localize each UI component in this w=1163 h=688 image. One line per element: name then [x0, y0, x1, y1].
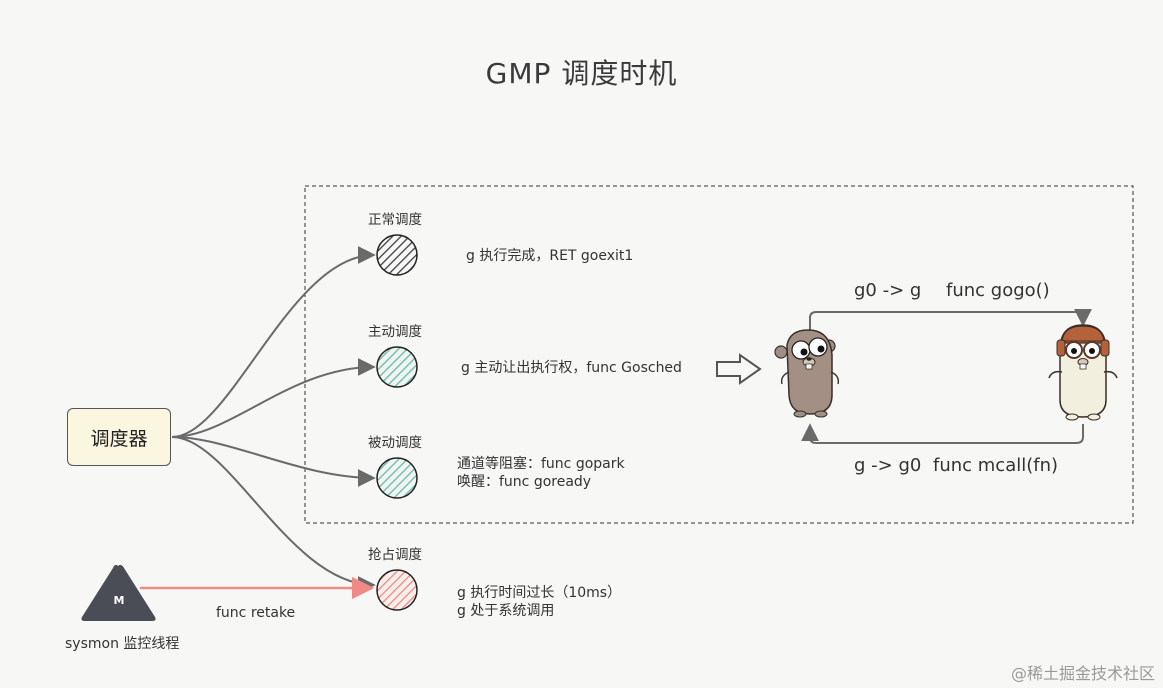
edge-g-to-g0 [801, 423, 1084, 444]
desc-normal: g 执行完成，RET goexit1 [466, 248, 634, 264]
label-active-schedule: 主动调度 [368, 324, 422, 340]
dashed-region [304, 185, 1134, 524]
diagram-title: GMP 调度时机 [485, 57, 678, 90]
desc-passive-line2: 唤醒：func goready [457, 474, 592, 490]
scheduler-node: 调度器 [67, 408, 171, 466]
sysmon-badge: M [113, 594, 125, 607]
sysmon-label: sysmon 监控线程 [65, 636, 180, 652]
label-passive-schedule: 被动调度 [368, 435, 422, 451]
edge-g0-to-g [809, 308, 1092, 336]
edge-normal [171, 246, 376, 438]
g0-to-g-label: g0 -> g [854, 280, 922, 301]
retake-label: func retake [216, 605, 296, 621]
edge-active [171, 358, 376, 438]
circle-normal [376, 234, 418, 276]
edge-preempt [171, 436, 376, 594]
edge-passive [171, 436, 376, 487]
watermark: @稀土掘金技术社区 [1010, 664, 1155, 683]
desc-passive-line1: 通道等阻塞：func gopark [457, 456, 625, 472]
desc-active: g 主动让出执行权，func Gosched [461, 360, 682, 376]
hollow-arrow-icon [716, 353, 762, 385]
g-to-g0-label: g -> g0 [854, 455, 922, 476]
circle-preempt [376, 569, 418, 611]
desc-preempt-line1: g 执行时间过长（10ms） [457, 585, 622, 601]
mcall-label: func mcall(fn) [933, 455, 1059, 476]
sysmon-triangle [81, 564, 156, 621]
gopher-right-icon [1048, 324, 1118, 421]
circle-passive [376, 457, 418, 499]
label-normal-schedule: 正常调度 [368, 212, 422, 228]
gopher-left-icon [774, 329, 840, 418]
desc-preempt-line2: g 处于系统调用 [457, 603, 555, 619]
label-preempt-schedule: 抢占调度 [368, 547, 422, 563]
circle-active [376, 346, 418, 388]
gogo-label: func gogo() [946, 280, 1050, 301]
